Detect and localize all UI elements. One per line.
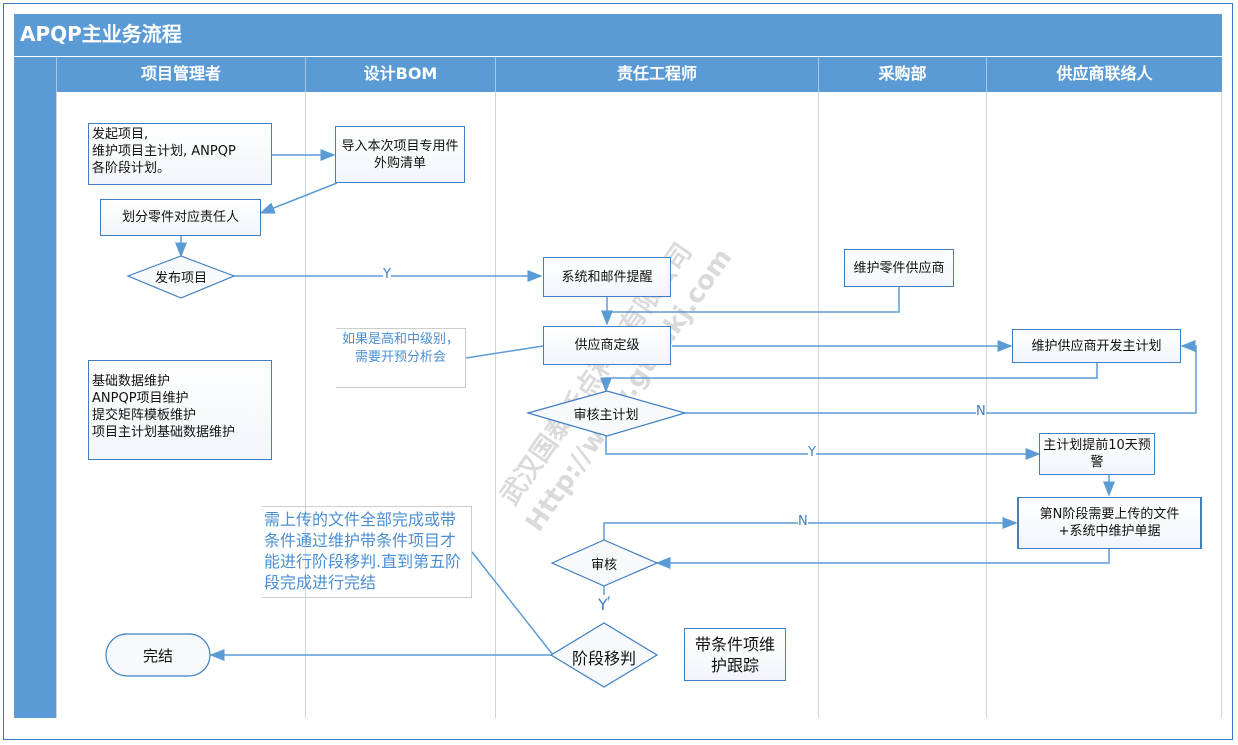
lane-header-design-bom: 设计BOM	[305, 57, 495, 92]
edge-label-no: N	[976, 404, 986, 419]
note-grade: 如果是高和中级别，需要开预分析会	[336, 328, 466, 388]
node-stage-docs[interactable]: 第N阶段需要上传的文件+系统中维护单据	[1017, 497, 1202, 549]
diagram-title: APQP主业务流程	[14, 14, 1222, 56]
lane-header-supplier-contact: 供应商联络人	[986, 57, 1222, 92]
review-plan-diamond	[525, 390, 688, 437]
review-diamond	[550, 539, 659, 587]
node-text: 项目主计划基础数据维护	[92, 425, 236, 440]
node-publish[interactable]: 发布项目	[154, 271, 207, 286]
lane-engineer	[495, 92, 818, 718]
note-stage: 需上传的文件全部完成或带条件通过维护带条件项目才能进行阶段移判.直到第五阶段完成…	[262, 506, 472, 598]
node-text: 维护项目主计划, ANPQP	[92, 144, 236, 159]
node-assign-parts[interactable]: 划分零件对应责任人	[100, 199, 261, 236]
node-conditional-track[interactable]: 带条件项维护跟踪	[684, 628, 786, 681]
node-start-project[interactable]: 发起项目, 维护项目主计划, ANPQP 各阶段计划。	[88, 123, 272, 185]
node-text: 发起项目,	[92, 127, 149, 142]
diagram-frame	[3, 3, 1233, 740]
node-text: 提交矩阵模板维护	[92, 408, 197, 423]
lane-purchasing	[818, 92, 986, 718]
node-review-plan[interactable]: 审核主计划	[573, 408, 639, 423]
node-stage-move[interactable]: 阶段移判	[571, 649, 636, 668]
lane-header-purchasing: 采购部	[818, 57, 986, 92]
node-supplier-plan[interactable]: 维护供应商开发主计划	[1012, 329, 1181, 363]
left-margin-column	[14, 57, 56, 718]
edge-label-yes: Y	[598, 595, 608, 614]
node-finish[interactable]: 完结	[142, 647, 173, 665]
lane-supplier-contact	[986, 92, 1222, 718]
node-grade-supplier[interactable]: 供应商定级	[543, 326, 671, 365]
publish-diamond	[126, 255, 236, 299]
node-text: ANPQP项目维护	[92, 391, 189, 406]
node-warning[interactable]: 主计划提前10天预警	[1039, 433, 1155, 475]
node-text: 各阶段计划。	[92, 161, 171, 176]
lane-header-engineer: 责任工程师	[495, 57, 818, 92]
lane-header-project-manager: 项目管理者	[56, 57, 305, 92]
edge-label-no: N	[798, 514, 808, 529]
node-review[interactable]: 审核	[590, 558, 617, 573]
node-notify[interactable]: 系统和邮件提醒	[543, 257, 671, 297]
node-base-data[interactable]: 基础数据维护 ANPQP项目维护 提交矩阵模板维护 项目主计划基础数据维护	[88, 360, 272, 460]
edge-label-yes: Y	[383, 267, 391, 282]
edge-label-yes: Y	[808, 445, 816, 460]
lane-design-bom	[305, 92, 495, 718]
stage-move-diamond	[549, 622, 659, 688]
node-maintain-supplier[interactable]: 维护零件供应商	[844, 249, 954, 287]
lane-project-manager	[56, 92, 305, 718]
finish-terminal	[105, 633, 211, 677]
node-import-bom[interactable]: 导入本次项目专用件外购清单	[335, 126, 465, 183]
node-text: 基础数据维护	[92, 374, 171, 389]
